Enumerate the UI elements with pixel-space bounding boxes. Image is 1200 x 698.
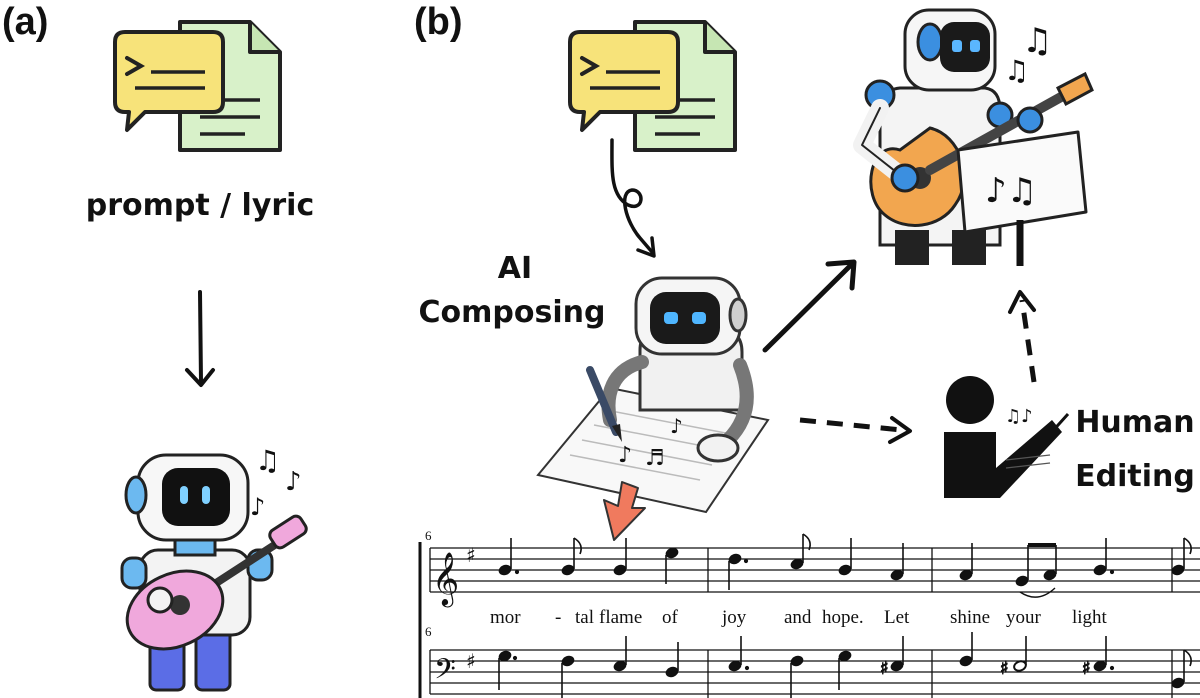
treble-staff	[429, 547, 1200, 593]
panel-label-a: (a)	[2, 1, 48, 43]
note	[838, 538, 852, 576]
sharp-sign: ♯	[1082, 658, 1091, 679]
note	[959, 632, 973, 667]
note	[1013, 636, 1027, 672]
sheet-music: 6 6 𝄞 ♯	[418, 528, 1200, 698]
measure-number-bottom: 6	[425, 624, 432, 639]
note	[890, 636, 904, 672]
chat-bubble-icon	[568, 30, 680, 132]
caption-ai-line1: AI	[498, 251, 532, 286]
lyrics-line: mor - tal flame of joy and hope. Let shi…	[490, 607, 1108, 628]
note	[1171, 649, 1192, 689]
lyric-syllable: joy	[721, 607, 747, 628]
note	[665, 547, 679, 584]
treble-notes	[498, 533, 1192, 598]
caption-ai-line2: Composing	[419, 295, 606, 330]
lyric-syllable: flame	[599, 607, 642, 628]
music-note-icon: ♪♫	[985, 171, 1037, 211]
music-note-icon: ♫	[1004, 54, 1029, 87]
note	[728, 553, 749, 590]
note	[790, 533, 811, 570]
music-note-icon: ♪	[285, 467, 302, 497]
caption-prompt: prompt / lyric	[86, 188, 315, 223]
note	[790, 655, 804, 698]
music-note-icon: ♪	[670, 414, 683, 438]
note	[728, 636, 750, 672]
person-conducting-icon: ♫♪	[944, 376, 1070, 498]
lyric-syllable: and	[784, 607, 812, 628]
arrow-icon-down	[185, 290, 215, 387]
treble-clef: 𝄞	[432, 551, 459, 607]
note	[838, 650, 852, 690]
note	[665, 642, 679, 678]
note	[959, 543, 973, 581]
lyric-syllable: -	[555, 607, 561, 628]
note	[613, 538, 627, 576]
arrow-icon-human-to-performer	[1008, 290, 1037, 383]
note	[1043, 545, 1057, 581]
music-stand-icon: ♪♫	[956, 130, 1088, 266]
music-note-icon: ♫	[1022, 21, 1052, 61]
panel-label-b: (b)	[414, 1, 463, 43]
arrow-icon-robot-to-performer	[762, 259, 857, 353]
robot-guitar-icon-b: ♪♫ ♫ ♫	[853, 8, 1094, 266]
note	[561, 655, 575, 698]
lyric-syllable: shine	[950, 607, 990, 628]
music-note-icon: ♫♪	[1005, 406, 1033, 427]
prompt-icon-a	[113, 20, 282, 152]
caption-human-line2: Editing	[1075, 459, 1195, 494]
robot-writing-icon: ♪ ♬ ♪	[536, 276, 770, 514]
sharp-sign: ♯	[466, 543, 476, 567]
music-note-icon: ♫	[255, 444, 280, 477]
music-note-icon: ♪	[250, 493, 265, 521]
sharp-sign: ♯	[880, 658, 889, 679]
note	[1093, 636, 1115, 672]
arrow-icon-robot-to-human	[799, 416, 912, 444]
note	[890, 543, 904, 581]
lyric-syllable: tal	[575, 607, 594, 628]
prompt-icon-b	[568, 20, 737, 152]
lyric-syllable: your	[1006, 607, 1042, 628]
robot-guitar-icon-a: ♫ ♪ ♪	[120, 444, 308, 692]
arrow-icon-prompt-to-robot	[610, 138, 656, 258]
arrow-icon-to-score	[603, 481, 646, 541]
note	[498, 650, 518, 690]
sharp-sign: ♯	[1000, 658, 1009, 679]
note	[498, 538, 520, 576]
music-note-icon: ♪	[618, 443, 632, 468]
bass-clef: 𝄢	[434, 653, 456, 693]
guitar-icon	[125, 514, 308, 651]
chat-bubble-icon	[113, 30, 225, 132]
music-note-icon: ♬	[645, 446, 665, 471]
sharp-sign: ♯	[466, 649, 476, 673]
lyric-syllable: mor	[490, 607, 521, 628]
lyric-syllable: light	[1072, 607, 1108, 628]
lyric-syllable: Let	[884, 607, 910, 628]
lyric-syllable: hope.	[822, 607, 864, 628]
note	[561, 537, 582, 576]
measure-number-top: 6	[425, 528, 432, 543]
bass-notes: ♯ ♯ ♯	[498, 632, 1192, 698]
lyric-syllable: of	[662, 607, 679, 628]
note	[1171, 537, 1192, 576]
note	[1015, 545, 1029, 587]
caption-human-line1: Human	[1075, 405, 1194, 440]
bass-staff	[429, 649, 1200, 698]
note	[613, 636, 627, 672]
note	[1093, 538, 1115, 576]
